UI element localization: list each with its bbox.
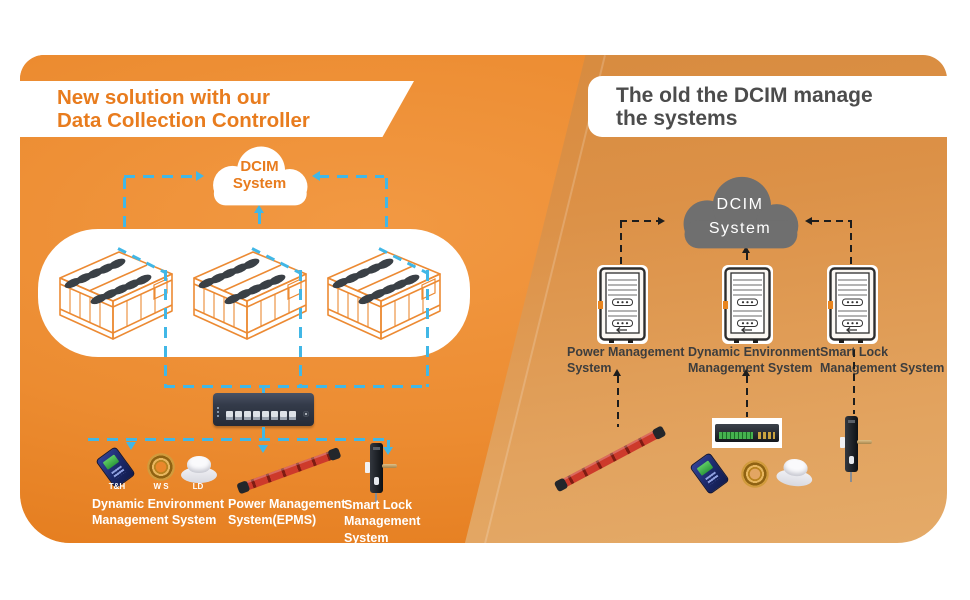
connector-cyan bbox=[124, 175, 200, 178]
arrow-down-icon bbox=[383, 447, 393, 455]
left-panel-title: New solution with our Data Collection Co… bbox=[57, 86, 310, 132]
label-dynamic-environment-system: Dynamic Environment Management System bbox=[92, 497, 224, 528]
rack-controller-icon bbox=[712, 418, 782, 448]
smart-lock-icon bbox=[840, 416, 872, 482]
right-title-banner bbox=[588, 76, 947, 137]
connector-cyan bbox=[387, 440, 390, 447]
arrow-down-icon bbox=[126, 442, 136, 450]
switch-ports bbox=[226, 411, 296, 420]
arrow-down-icon bbox=[258, 445, 268, 453]
connector-black bbox=[850, 221, 852, 268]
connector-cyan bbox=[88, 438, 390, 441]
connector-black bbox=[853, 350, 855, 414]
label-power-management-system: Power Management System(EPMS) bbox=[228, 497, 346, 528]
arrow-up-icon bbox=[613, 369, 621, 376]
dcim-cloud-label: DCIM System bbox=[708, 196, 772, 237]
sensor-tag-ld: LD bbox=[192, 482, 204, 491]
connector-black bbox=[617, 376, 619, 427]
server-tower-icon bbox=[595, 263, 650, 346]
smoke-detector-icon bbox=[181, 456, 217, 483]
label-smart-lock-system: Smart Lock Management System bbox=[344, 498, 421, 545]
water-sensor-coil-icon bbox=[739, 458, 771, 490]
connector-black bbox=[746, 253, 748, 268]
connector-cyan bbox=[262, 387, 265, 394]
arrow-left-icon bbox=[805, 217, 812, 225]
connector-cyan bbox=[123, 178, 126, 250]
arrow-left-icon bbox=[312, 171, 320, 181]
switch-power-port bbox=[303, 411, 309, 417]
connector-cyan bbox=[164, 270, 167, 387]
battery-rack-icon bbox=[59, 251, 173, 340]
connector-cyan bbox=[385, 178, 388, 250]
label-power-management-system: Power Management System bbox=[567, 345, 685, 376]
connector-black bbox=[620, 220, 660, 222]
label-dynamic-environment-system: Dynamic Environment Management System bbox=[688, 345, 820, 376]
connector-cyan bbox=[164, 385, 429, 388]
connector-cyan bbox=[299, 270, 302, 387]
arrow-up-icon bbox=[254, 205, 264, 213]
connector-cyan bbox=[426, 270, 429, 387]
server-tower-icon bbox=[825, 263, 880, 346]
connector-black bbox=[812, 220, 852, 222]
connector-cyan bbox=[262, 427, 265, 447]
right-panel-title: The old the DCIM manage the systems bbox=[616, 84, 873, 131]
smoke-detector-icon bbox=[775, 457, 814, 488]
arrow-right-icon bbox=[196, 171, 204, 181]
arrow-up-icon bbox=[742, 246, 750, 253]
switch-leds bbox=[217, 407, 219, 417]
battery-rack-icon bbox=[193, 251, 307, 340]
sensor-tag-ws: W S bbox=[153, 482, 169, 491]
arrow-right-icon bbox=[658, 217, 665, 225]
smart-lock-icon bbox=[365, 443, 397, 503]
arrow-up-icon bbox=[742, 369, 750, 376]
server-tower-icon bbox=[720, 263, 775, 346]
sensor-tag-th: T&H bbox=[108, 482, 126, 491]
connector-black bbox=[620, 221, 622, 268]
left-title-banner bbox=[20, 81, 414, 137]
ethernet-switch-icon bbox=[213, 393, 314, 426]
label-smart-lock-system: Smart Lock Management System bbox=[820, 345, 945, 376]
connector-cyan bbox=[318, 175, 384, 178]
connector-black bbox=[746, 376, 748, 417]
dcim-cloud-label: DCIM System bbox=[232, 158, 287, 193]
water-sensor-coil-icon bbox=[147, 453, 175, 481]
